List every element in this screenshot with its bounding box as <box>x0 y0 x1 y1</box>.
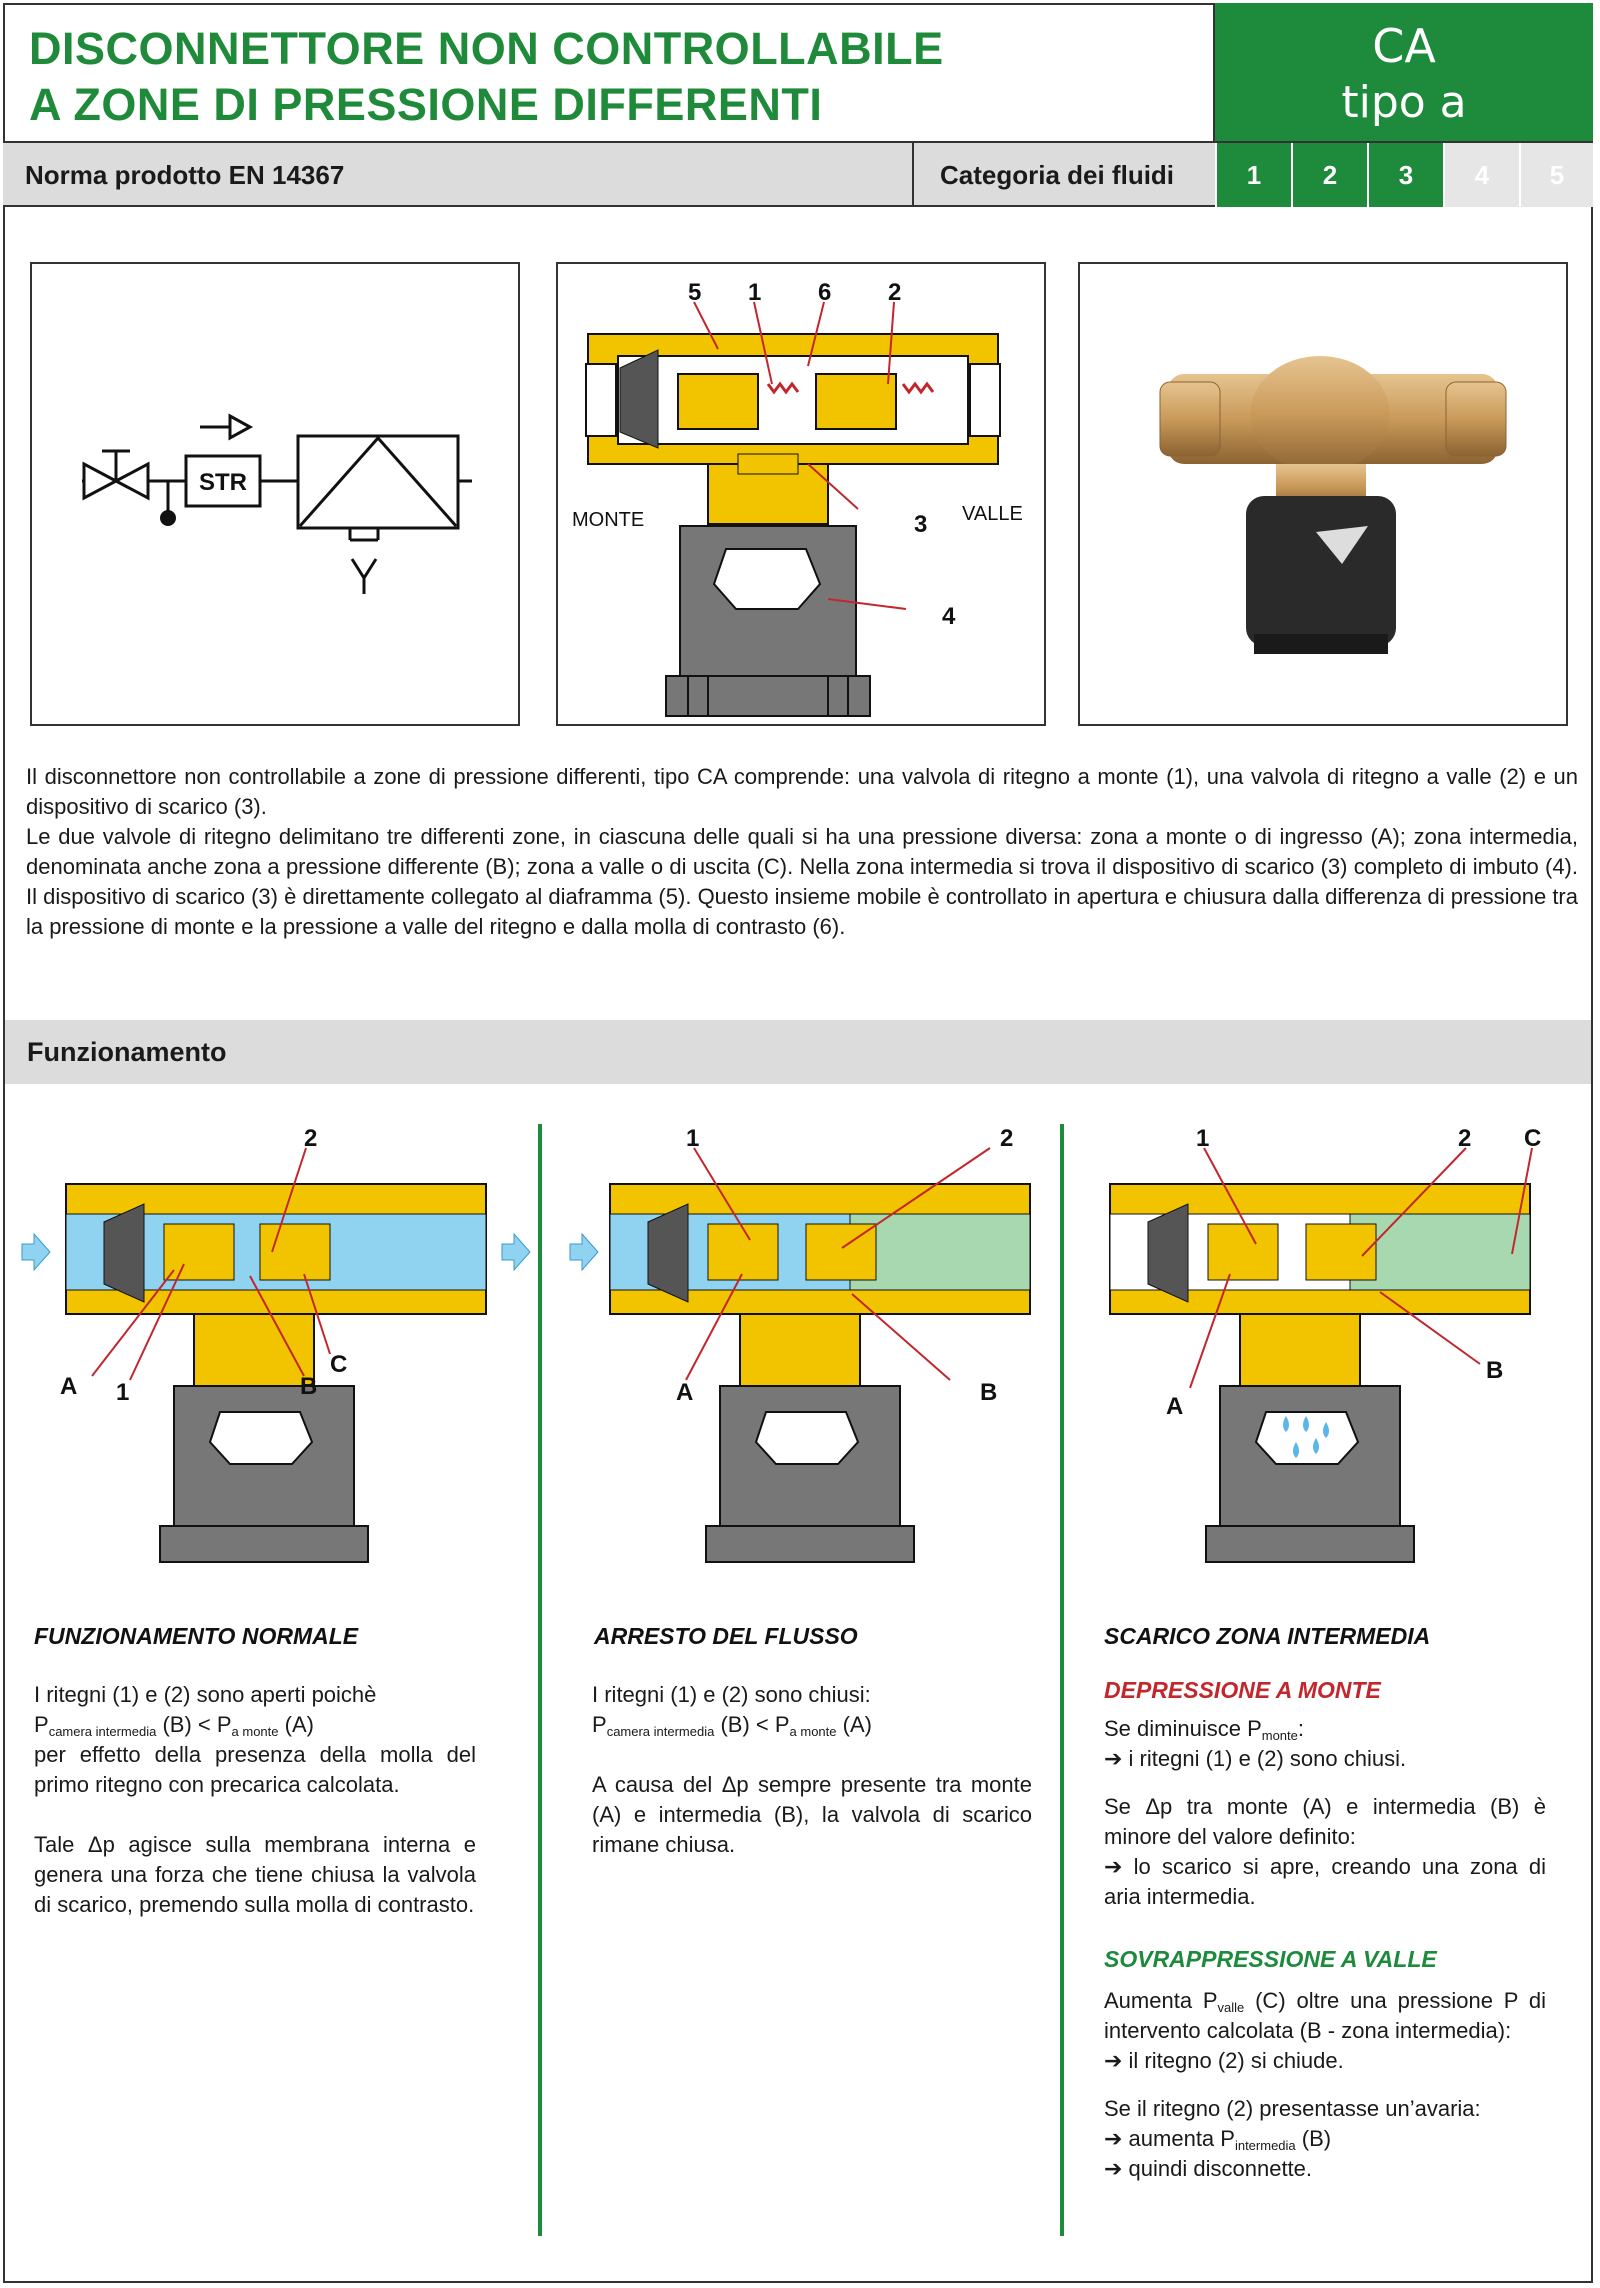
diagram1-label-1: 1 <box>116 1379 129 1406</box>
col3-s1-a: Se diminuisce P <box>1104 1716 1262 1741</box>
diagram2-label-1: 1 <box>686 1125 699 1152</box>
product-code: CA <box>1372 19 1436 73</box>
diagram1-label-2: 2 <box>304 1125 317 1152</box>
col3-heading: SCARICO ZONA INTERMEDIA <box>1104 1623 1431 1649</box>
section-panel: 5 1 6 2 3 4 MONTE VALLE <box>556 262 1046 726</box>
col1-line1: I ritegni (1) e (2) sono aperti poichè <box>34 1682 377 1707</box>
callout-5: 5 <box>688 279 701 306</box>
category-1: 1 <box>1215 143 1291 207</box>
col1-p-c: (A) <box>278 1712 314 1737</box>
col3-s2-line4: ➔ aumenta Pintermedia (B) <box>1104 2124 1331 2154</box>
col3-s1-line2: ➔ i ritegni (1) e (2) sono chiusi. <box>1104 1746 1407 1771</box>
col1-heading: FUNZIONAMENTO NORMALE <box>34 1623 359 1649</box>
col3-subheading-overpressure: SOVRAPPRESSIONE A VALLE <box>1104 1946 1437 1972</box>
col3-s2-d-end: (B) <box>1295 2126 1332 2151</box>
col3-s1-line4: ➔ lo scarico si apre, creando una zona d… <box>1104 1854 1546 1909</box>
col2-heading: ARRESTO DEL FLUSSO <box>594 1623 858 1649</box>
col3-s2-line1: Aumenta Pvalle (C) oltre una pressione P… <box>1104 1986 1546 2046</box>
col3-s1-line3: Se Δp tra monte (A) e intermedia (B) è m… <box>1104 1794 1546 1849</box>
diagram1-label-a: A <box>60 1373 77 1400</box>
col3-s2-a-end: (C) oltre una pressione P di intervento … <box>1104 1988 1546 2043</box>
column-divider-2 <box>1060 1124 1064 2236</box>
callout-4: 4 <box>942 603 956 630</box>
diagram3-label-2: 2 <box>1458 1125 1471 1152</box>
col2-p-b-sub: a monte <box>789 1724 837 1739</box>
product-norm: Norma prodotto EN 14367 <box>25 160 345 190</box>
symbol-str-label: STR <box>199 469 247 496</box>
diagram3-label-1: 1 <box>1196 1125 1209 1152</box>
upstream-label: MONTE <box>572 509 644 531</box>
diagram2-label-b: B <box>980 1379 997 1406</box>
category-5: 5 <box>1519 143 1593 207</box>
diagram3-label-a: A <box>1166 1393 1183 1420</box>
page-title-line1: DISCONNETTORE NON CONTROLLABILE <box>29 23 944 74</box>
col1-pressure-line: Pcamera intermedia (B) < Pa monte (A) <box>34 1710 314 1740</box>
col3-subheading-depression: DEPRESSIONE A MONTE <box>1104 1677 1381 1703</box>
symbol-panel: STR <box>30 262 520 726</box>
callout-2: 2 <box>888 279 901 306</box>
section-header-bar: Funzionamento <box>5 1020 1591 1084</box>
col3-s2-d: ➔ aumenta P <box>1104 2126 1235 2151</box>
category-2: 2 <box>1291 143 1367 207</box>
page-frame <box>3 3 1593 2283</box>
diagram-flow-stop: 1 2 A B <box>569 1125 1031 1563</box>
category-3: 3 <box>1367 143 1443 207</box>
col2-p-c: (A) <box>836 1712 872 1737</box>
col3-s2-line5: ➔ quindi disconnette. <box>1104 2156 1313 2181</box>
col3-s1-line1: Se diminuisce Pmonte: <box>1104 1714 1304 1744</box>
product-photo <box>1159 356 1507 654</box>
col1-p-b: (B) < P <box>156 1712 232 1737</box>
category-4: 4 <box>1443 143 1519 207</box>
col2-line1: I ritegni (1) e (2) sono chiusi: <box>592 1682 871 1707</box>
diagram2-label-2: 2 <box>1000 1125 1013 1152</box>
col2-line3: A causa del Δp sempre presente tra monte… <box>592 1772 1032 1857</box>
col1-line3: per effetto della presenza della molla d… <box>34 1742 476 1797</box>
diagram3-label-c: C <box>1524 1125 1541 1152</box>
callout-3: 3 <box>914 511 927 538</box>
page-title-line2: A ZONE DI PRESSIONE DIFFERENTI <box>29 79 823 130</box>
col2-p-b: (B) < P <box>714 1712 790 1737</box>
col1-p-b-sub: a monte <box>231 1724 279 1739</box>
diagram1-label-c: C <box>330 1351 347 1378</box>
product-type: tipo a <box>1341 77 1467 128</box>
downstream-label: VALLE <box>962 503 1023 525</box>
col2-pressure-line: Pcamera intermedia (B) < Pa monte (A) <box>592 1710 872 1740</box>
category-label-box: Categoria dei fluidi <box>912 143 1214 207</box>
disconnector-symbol: STR <box>82 413 472 594</box>
category-label: Categoria dei fluidi <box>940 160 1175 190</box>
section-title: Funzionamento <box>27 1037 227 1067</box>
diagram-normal-operation: 2 A 1 B C <box>21 1125 531 1563</box>
col3-s2-a: Aumenta P <box>1104 1988 1218 2013</box>
diagram2-label-a: A <box>676 1379 693 1406</box>
col3-s2-line2: ➔ il ritegno (2) si chiude. <box>1104 2048 1344 2073</box>
diagram-intermediate-discharge: 1 2 C A B <box>1109 1125 1541 1563</box>
col1-line4: Tale Δp agisce sulla membrana interna e … <box>34 1832 476 1917</box>
col1-p-a-sub: camera intermedia <box>48 1724 157 1739</box>
column-divider-1 <box>538 1124 542 2236</box>
diagram3-label-b: B <box>1486 1357 1503 1384</box>
col3-s2-line3: Se il ritegno (2) presentasse un’avaria: <box>1104 2096 1481 2121</box>
product-photo-panel <box>1078 262 1568 726</box>
diagram1-label-b: B <box>300 1373 317 1400</box>
intro-paragraph-2: Le due valvole di ritegno delimitano tre… <box>26 824 1578 939</box>
callout-6: 6 <box>818 279 831 306</box>
col1-p-a: P <box>34 1712 49 1737</box>
title-box: DISCONNETTORE NON CONTROLLABILE A ZONE D… <box>3 3 1215 143</box>
col2-p-a-sub: camera intermedia <box>606 1724 715 1739</box>
col3-s2-d-sub: intermedia <box>1234 2138 1296 2153</box>
col3-s1-a-end: : <box>1297 1716 1305 1741</box>
callout-1: 1 <box>748 279 761 306</box>
section-diagram: 5 1 6 2 3 4 MONTE VALLE <box>572 279 1023 717</box>
col3-s1-a-sub: monte <box>1261 1728 1298 1743</box>
col3-s2-a-sub: valle <box>1217 2000 1245 2015</box>
col2-p-a: P <box>592 1712 607 1737</box>
intro-paragraph-1: Il disconnettore non controllabile a zon… <box>26 764 1578 819</box>
product-code-box: CA tipo a <box>1215 3 1593 143</box>
